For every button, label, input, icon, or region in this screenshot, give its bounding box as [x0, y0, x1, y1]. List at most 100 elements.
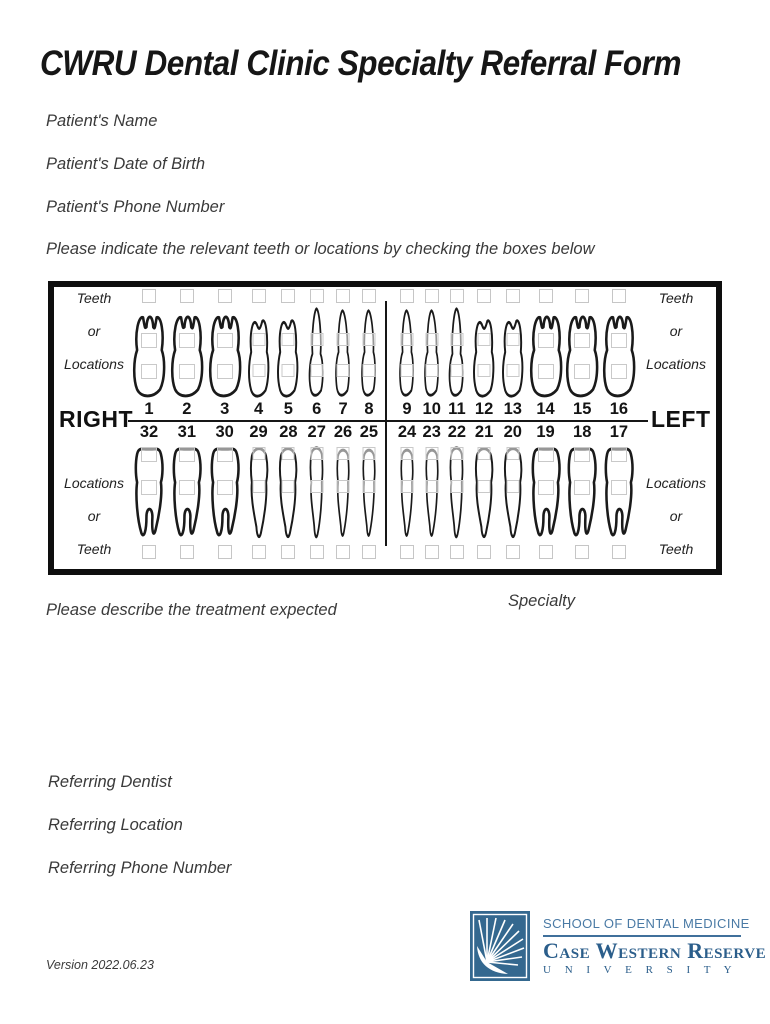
- tooth-25-crown-checkbox[interactable]: [362, 480, 376, 494]
- tooth-26-root-checkbox[interactable]: [336, 447, 350, 461]
- tooth-10-root-checkbox[interactable]: [425, 332, 439, 346]
- tooth-13-crown-checkbox[interactable]: [506, 363, 520, 377]
- tooth-17-checkbox[interactable]: [611, 545, 626, 559]
- tooth-11-crown-checkbox[interactable]: [450, 363, 464, 377]
- tooth-12-root-checkbox[interactable]: [477, 332, 491, 346]
- tooth-3-checkbox[interactable]: [217, 289, 232, 303]
- tooth-9-root-checkbox[interactable]: [400, 332, 414, 346]
- tooth-24-checkbox[interactable]: [400, 545, 414, 559]
- tooth-5-crown-checkbox[interactable]: [281, 363, 295, 377]
- tooth-5-root-checkbox[interactable]: [281, 332, 295, 346]
- tooth-6-checkbox[interactable]: [309, 289, 324, 303]
- tooth-22-crown-checkbox[interactable]: [450, 480, 464, 494]
- treatment-label[interactable]: Please describe the treatment expected: [46, 601, 337, 619]
- tooth-32-checkbox[interactable]: [142, 545, 156, 559]
- tooth-24-crown-checkbox[interactable]: [400, 480, 414, 494]
- tooth-16-crown-checkbox[interactable]: [610, 363, 627, 379]
- tooth-27-crown-checkbox[interactable]: [310, 480, 324, 494]
- tooth-11-root-checkbox[interactable]: [450, 332, 464, 346]
- tooth-18-root-checkbox[interactable]: [574, 447, 591, 463]
- tooth-12-checkbox[interactable]: [477, 289, 492, 303]
- patient-dob-label[interactable]: Patient's Date of Birth: [46, 155, 206, 173]
- tooth-14-crown-checkbox[interactable]: [537, 363, 554, 379]
- tooth-13-root-checkbox[interactable]: [506, 332, 520, 346]
- tooth-2-root-checkbox[interactable]: [178, 332, 195, 348]
- tooth-3-root-checkbox[interactable]: [216, 332, 233, 348]
- tooth-19-root-checkbox[interactable]: [537, 447, 554, 463]
- tooth-22-root-checkbox[interactable]: [450, 447, 464, 461]
- tooth-8-crown-checkbox[interactable]: [362, 363, 376, 377]
- tooth-30-crown-checkbox[interactable]: [216, 480, 233, 496]
- tooth-30-root-checkbox[interactable]: [216, 447, 233, 463]
- tooth-8-checkbox[interactable]: [361, 289, 376, 303]
- tooth-23-root-checkbox[interactable]: [425, 447, 439, 461]
- tooth-26-crown-checkbox[interactable]: [336, 480, 350, 494]
- tooth-28-root-checkbox[interactable]: [281, 447, 295, 461]
- tooth-4-checkbox[interactable]: [251, 289, 266, 303]
- tooth-26-checkbox[interactable]: [336, 545, 351, 559]
- tooth-10-checkbox[interactable]: [424, 289, 439, 303]
- tooth-29-root-checkbox[interactable]: [252, 447, 266, 461]
- patient-name-label[interactable]: Patient's Name: [46, 112, 158, 130]
- tooth-13-checkbox[interactable]: [505, 289, 520, 303]
- patient-phone-label[interactable]: Patient's Phone Number: [46, 198, 225, 216]
- tooth-15-checkbox[interactable]: [575, 289, 590, 303]
- tooth-21-crown-checkbox[interactable]: [477, 480, 491, 494]
- tooth-20-crown-checkbox[interactable]: [506, 480, 520, 494]
- tooth-1-crown-checkbox[interactable]: [141, 363, 157, 379]
- tooth-32-crown-checkbox[interactable]: [141, 480, 157, 496]
- tooth-2-crown-checkbox[interactable]: [178, 363, 195, 379]
- tooth-31-checkbox[interactable]: [179, 545, 194, 559]
- tooth-2-checkbox[interactable]: [179, 289, 194, 303]
- tooth-31-crown-checkbox[interactable]: [178, 480, 195, 496]
- tooth-25-root-checkbox[interactable]: [362, 447, 376, 461]
- tooth-17-root-checkbox[interactable]: [610, 447, 627, 463]
- tooth-18-checkbox[interactable]: [575, 545, 590, 559]
- tooth-1-checkbox[interactable]: [142, 289, 156, 303]
- tooth-10-crown-checkbox[interactable]: [425, 363, 439, 377]
- tooth-23-checkbox[interactable]: [424, 545, 439, 559]
- tooth-11-checkbox[interactable]: [449, 289, 464, 303]
- tooth-28-crown-checkbox[interactable]: [281, 480, 295, 494]
- tooth-25-checkbox[interactable]: [361, 545, 376, 559]
- tooth-21-checkbox[interactable]: [477, 545, 492, 559]
- tooth-29-crown-checkbox[interactable]: [252, 480, 266, 494]
- tooth-3-crown-checkbox[interactable]: [216, 363, 233, 379]
- tooth-20-root-checkbox[interactable]: [506, 447, 520, 461]
- tooth-18-crown-checkbox[interactable]: [574, 480, 591, 496]
- tooth-17-crown-checkbox[interactable]: [610, 480, 627, 496]
- tooth-5-checkbox[interactable]: [281, 289, 296, 303]
- tooth-14-checkbox[interactable]: [538, 289, 553, 303]
- tooth-24-root-checkbox[interactable]: [400, 447, 414, 461]
- tooth-7-crown-checkbox[interactable]: [336, 363, 350, 377]
- tooth-20-checkbox[interactable]: [505, 545, 520, 559]
- tooth-8-root-checkbox[interactable]: [362, 332, 376, 346]
- tooth-32-root-checkbox[interactable]: [141, 447, 157, 463]
- tooth-16-root-checkbox[interactable]: [610, 332, 627, 348]
- tooth-30-checkbox[interactable]: [217, 545, 232, 559]
- tooth-19-crown-checkbox[interactable]: [537, 480, 554, 496]
- tooth-7-root-checkbox[interactable]: [336, 332, 350, 346]
- tooth-29-checkbox[interactable]: [251, 545, 266, 559]
- tooth-27-root-checkbox[interactable]: [310, 447, 324, 461]
- tooth-9-crown-checkbox[interactable]: [400, 363, 414, 377]
- tooth-16-checkbox[interactable]: [611, 289, 626, 303]
- tooth-14-root-checkbox[interactable]: [537, 332, 554, 348]
- tooth-4-crown-checkbox[interactable]: [252, 363, 266, 377]
- tooth-4-root-checkbox[interactable]: [252, 332, 266, 346]
- tooth-22-checkbox[interactable]: [449, 545, 464, 559]
- referring-dentist-label[interactable]: Referring Dentist: [48, 773, 172, 791]
- tooth-21-root-checkbox[interactable]: [477, 447, 491, 461]
- referring-location-label[interactable]: Referring Location: [48, 816, 183, 834]
- tooth-28-checkbox[interactable]: [281, 545, 296, 559]
- tooth-1-root-checkbox[interactable]: [141, 332, 157, 348]
- specialty-label[interactable]: Specialty: [508, 592, 575, 610]
- tooth-31-root-checkbox[interactable]: [178, 447, 195, 463]
- tooth-9-checkbox[interactable]: [400, 289, 414, 303]
- tooth-23-crown-checkbox[interactable]: [425, 480, 439, 494]
- tooth-12-crown-checkbox[interactable]: [477, 363, 491, 377]
- tooth-15-root-checkbox[interactable]: [574, 332, 591, 348]
- tooth-7-checkbox[interactable]: [336, 289, 351, 303]
- tooth-15-crown-checkbox[interactable]: [574, 363, 591, 379]
- tooth-6-root-checkbox[interactable]: [310, 332, 324, 346]
